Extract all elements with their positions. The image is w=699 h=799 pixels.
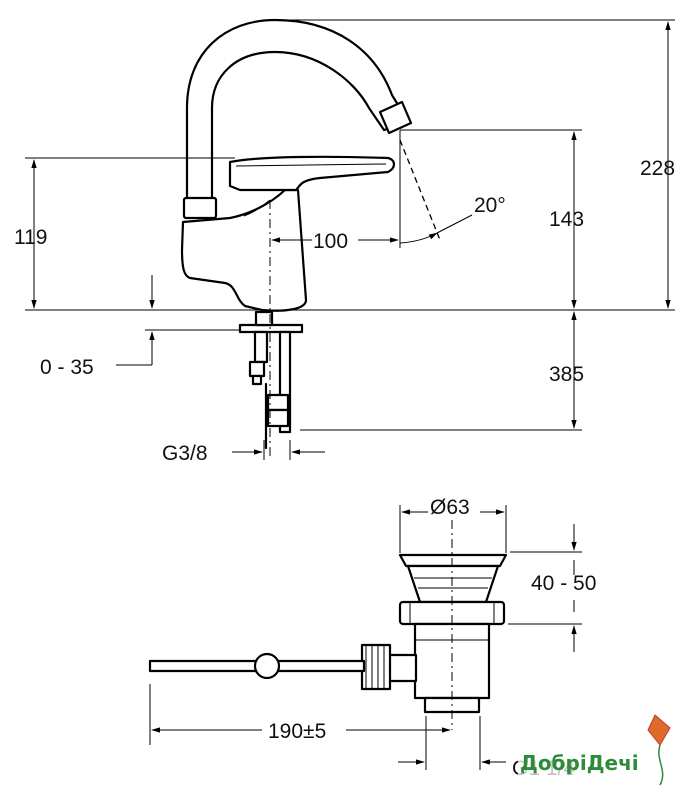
svg-text:385: 385 [549,363,584,386]
dimension-angle: 20° [399,194,506,244]
svg-text:40 - 50: 40 - 50 [531,572,596,595]
dimension-228: 228 [640,21,675,309]
dimension-thread-g38: G3/8 [162,442,325,465]
svg-text:100: 100 [313,230,348,253]
spout-flow-line [399,139,441,241]
dimension-385: 385 [549,311,584,429]
svg-text:G3/8: G3/8 [162,442,208,465]
dimension-100: 100 [271,230,399,253]
svg-text:0 - 35: 0 - 35 [40,356,94,379]
faucet-outline [180,18,413,450]
dimension-190: 190±5 [151,720,451,743]
dimension-40-50: 40 - 50 [531,524,596,652]
dimension-deck-thickness: 0 - 35 [40,275,155,379]
svg-text:228: 228 [640,157,675,180]
dimension-diameter-63: Ø63 [401,496,505,519]
svg-text:20°: 20° [474,194,506,217]
dimension-143: 143 [549,131,584,309]
svg-text:ДобріДечі: ДобріДечі [520,751,639,775]
svg-text:190±5: 190±5 [268,720,326,743]
watermark-logo: ДобріДечі [518,714,671,786]
svg-text:Ø63: Ø63 [430,496,470,519]
dimension-119: 119 [14,159,47,309]
svg-text:119: 119 [14,226,47,249]
waste-assembly [148,553,508,714]
svg-text:143: 143 [549,208,584,231]
